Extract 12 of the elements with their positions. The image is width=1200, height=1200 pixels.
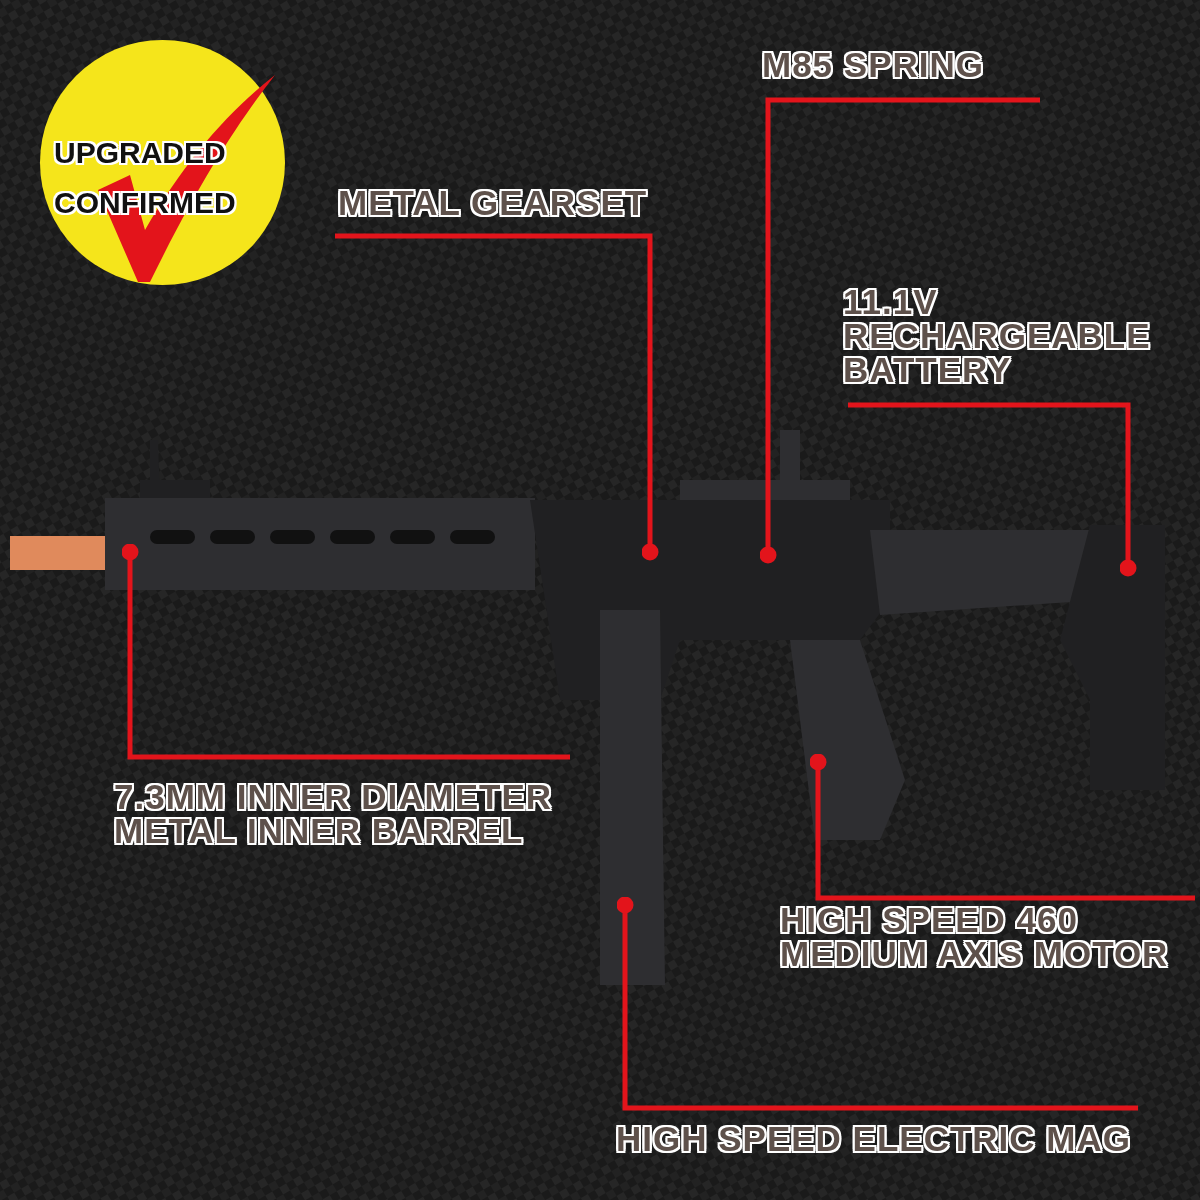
- callout-text: HIGH SPEED ELECTRIC MAG: [616, 1122, 1132, 1156]
- callout-text: 7.3MM INNER DIAMETER METAL INNER BARREL: [114, 780, 554, 848]
- callout-text: 11.1V RECHARGEABLE BATTERY: [843, 285, 1152, 387]
- leader-line: [335, 233, 659, 561]
- callout-text: METAL GEARSET: [338, 186, 649, 220]
- leader-line: [848, 402, 1137, 577]
- callout-text: HIGH SPEED 460 MEDIUM AXIS MOTOR: [780, 903, 1170, 971]
- leader-line: [809, 753, 1195, 901]
- leader-line: [759, 97, 1040, 564]
- leader-line: [616, 896, 1138, 1111]
- leader-line: [121, 543, 570, 760]
- callout-text: M85 SPRING: [762, 48, 985, 82]
